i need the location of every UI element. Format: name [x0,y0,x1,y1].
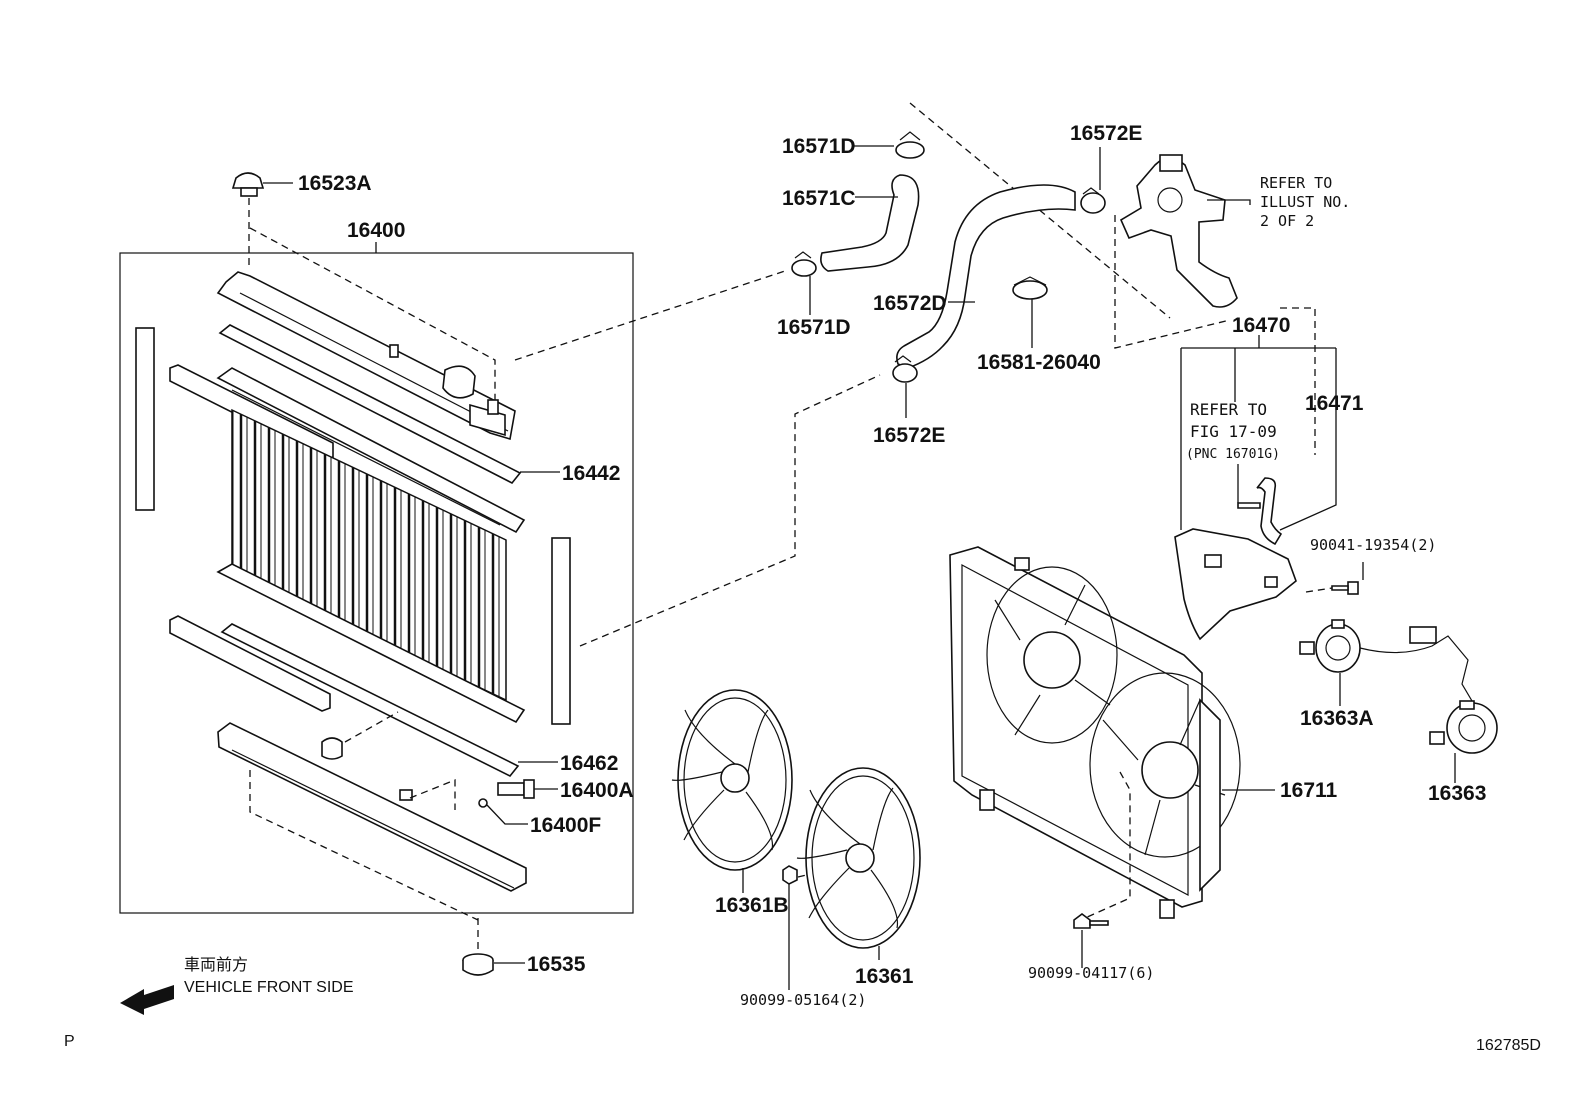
label-16361: 16361 [855,965,914,988]
fan-motor-16363 [1429,700,1498,754]
label-16471: 16471 [1305,392,1364,415]
label-90041-19354: 90041-19354(2) [1310,536,1436,554]
label-16361B: 16361B [715,894,789,917]
label-16470: 16470 [1232,314,1290,337]
label-16572E-bottom: 16572E [873,424,945,447]
label-16711: 16711 [1280,779,1338,802]
upper-seal [218,324,522,485]
hose-clamp-icon [1080,187,1106,214]
fan-shroud [949,546,1241,919]
radiator-lower-tank [217,722,527,892]
hose-clamp-icon [895,131,925,159]
screw-icon [1331,581,1359,595]
label-16572D: 16572D [873,292,947,315]
vehicle-front-arrow-icon [120,985,174,1015]
label-16400A: 16400A [560,779,634,802]
label-16571D-bottom: 16571D [777,316,851,339]
label-90099-05164: 90099-05164(2) [740,991,866,1009]
lower-seal [220,623,520,778]
label-16363A: 16363A [1300,707,1374,730]
direction-english: VEHICLE FRONT SIDE [184,979,354,996]
figure-number: 162785D [1476,1037,1541,1054]
label-16442: 16442 [562,462,620,485]
hose-clamp-icon [1012,276,1048,300]
fan-blade-16361B [671,689,793,871]
radiator-upper-tank [216,271,516,441]
fan-motor-16363A [1299,619,1489,729]
reservoir-tank [1174,528,1297,641]
label-90099-04117: 90099-04117(6) [1028,964,1154,982]
label-16400F: 16400F [530,814,601,837]
fan-blade-16361 [796,767,921,949]
nut-icon [782,865,798,885]
label-16571C: 16571C [782,187,856,210]
lower-cushion-icon [462,953,494,976]
label-16572E-top: 16572E [1070,122,1142,145]
corner-mark: P [64,1033,75,1050]
label-16400: 16400 [347,219,405,242]
label-16462: 16462 [560,752,618,775]
right-side-rubber [551,537,571,725]
bolt-icon [1073,913,1109,929]
hose-clamp-icon [892,355,918,383]
radiator-cap-icon [231,172,265,197]
lower-support-bar [169,615,331,712]
note-refer-illust: REFER TO ILLUST NO. 2 OF 2 [1260,174,1359,230]
water-outlet-housing [1119,154,1238,308]
lower-hose-16572D [896,184,1076,369]
upper-hose-16571C [820,174,920,272]
label-16363: 16363 [1428,782,1486,805]
reservoir-hose [1256,477,1283,546]
label-16581-26040: 16581-26040 [977,351,1101,374]
direction-japanese: 車両前方 [184,956,248,974]
upper-support-bar [169,364,334,460]
radiator-core [216,367,526,724]
drain-cock-icon [497,779,535,799]
note-refer-fig: REFER TO FIG 17-09 (PNC 16701G) [1186,400,1286,462]
hose-clamp-icon [791,251,817,277]
left-side-rubber [135,327,155,511]
label-16535: 16535 [527,953,586,976]
label-16523A: 16523A [298,172,372,195]
label-16571D-top: 16571D [782,135,856,158]
drain-oring-icon [478,798,488,808]
